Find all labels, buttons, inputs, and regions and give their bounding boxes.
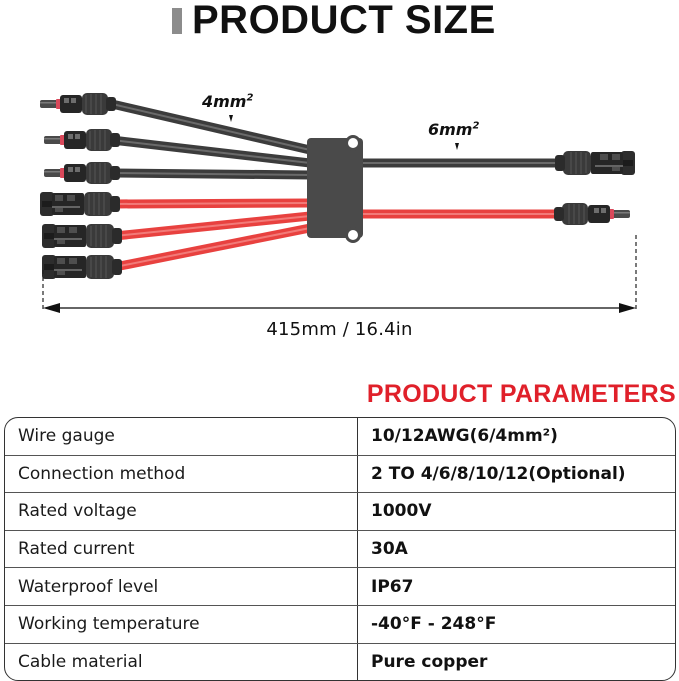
arrow-right-icon [619, 303, 636, 313]
param-name: Connection method [5, 455, 358, 493]
output-connectors [553, 150, 636, 226]
param-name: Waterproof level [5, 568, 358, 605]
junction-box [307, 135, 363, 243]
input-wires-black [110, 99, 312, 180]
product-size-header: PRODUCT SIZE [172, 0, 496, 40]
output-wires [360, 158, 560, 219]
male-connector-icon [39, 92, 117, 116]
input-wire-gauge-label: 4mm2 [202, 92, 254, 111]
page-title: PRODUCT SIZE [192, 0, 496, 42]
param-name: Wire gauge [5, 418, 358, 455]
param-name: Cable material [5, 643, 358, 681]
parameters-title: PRODUCT PARAMETERS [366, 380, 676, 408]
arrow-down-icon [455, 143, 459, 150]
table-row: Cable material Pure copper [5, 643, 675, 681]
male-connector-icon [43, 128, 121, 152]
param-value: 1000V [371, 501, 432, 522]
param-value: Pure copper [371, 651, 488, 672]
female-connector-icon [41, 254, 123, 280]
input-connectors [39, 92, 123, 280]
table-row: Rated voltage 1000V [5, 493, 675, 531]
table-row: Connection method 2 TO 4/6/8/10/12(Optio… [5, 455, 675, 494]
table-row: Waterproof level IP67 [5, 568, 675, 606]
param-value: IP67 [371, 576, 414, 597]
table-row: Wire gauge 10/12AWG(6/4mm²) [5, 418, 675, 456]
param-value: 10/12AWG(6/4mm²) [371, 426, 558, 447]
table-row: Working temperature -40°F - 248°F [5, 605, 675, 644]
male-connector-icon [43, 161, 121, 185]
param-value: 2 TO 4/6/8/10/12(Optional) [371, 463, 626, 484]
param-name: Rated current [5, 530, 358, 568]
dimension-line [42, 235, 637, 313]
female-connector-icon [41, 223, 123, 249]
cable-diagram [39, 92, 637, 313]
param-name: Working temperature [5, 605, 358, 643]
output-wire-gauge-label: 6mm2 [428, 120, 480, 139]
female-connector-icon [39, 191, 121, 217]
title-accent-bar [172, 8, 182, 34]
table-row: Rated current 30A [5, 530, 675, 569]
arrow-left-icon [43, 303, 60, 313]
input-wires-red [114, 198, 311, 272]
param-value: -40°F - 248°F [371, 614, 497, 635]
param-value: 30A [371, 539, 408, 560]
param-name: Rated voltage [5, 493, 358, 530]
arrow-down-icon [229, 115, 233, 122]
dimension-label: 415mm / 16.4in [266, 319, 413, 340]
parameters-table: Wire gauge 10/12AWG(6/4mm²) Connection m… [4, 417, 676, 681]
